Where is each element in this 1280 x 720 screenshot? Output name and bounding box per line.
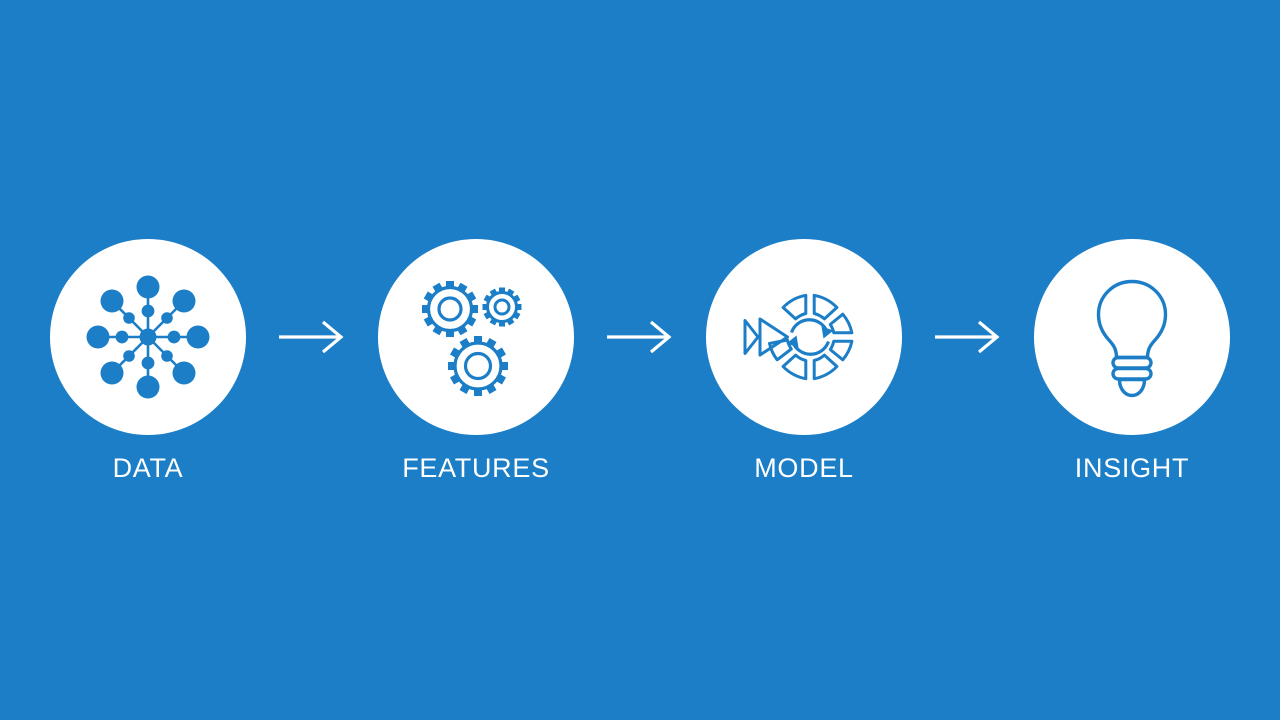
stage-model-disc[interactable] <box>706 238 902 435</box>
connector-model-to-insight <box>902 239 1034 435</box>
gear-large-bottom <box>448 335 508 396</box>
model-wheel-icon <box>743 293 854 380</box>
stage-features-disc[interactable] <box>378 238 574 435</box>
arrow-right-icon <box>935 320 1000 353</box>
stage-insight-label: INSIGHT <box>1074 452 1190 483</box>
arrow-right-icon <box>607 320 672 353</box>
lightbulb-icon <box>1096 279 1168 397</box>
wheel-segments <box>768 293 854 380</box>
stage-insight[interactable]: INSIGHT <box>1034 238 1230 483</box>
stage-features-label: FEATURES <box>402 452 550 483</box>
gear-large-left <box>422 280 478 337</box>
arrow-right-icon <box>279 320 344 353</box>
gears-icon <box>422 280 522 396</box>
refresh-arrows-icon <box>789 317 831 356</box>
stage-insight-disc[interactable] <box>1034 238 1230 435</box>
stage-data-label: DATA <box>112 452 184 483</box>
network-nodes-icon <box>86 275 210 398</box>
stage-data[interactable]: DATA <box>50 238 246 483</box>
stage-model[interactable]: MODEL <box>706 238 902 483</box>
stage-model-label: MODEL <box>754 452 854 483</box>
stage-data-disc[interactable] <box>50 238 246 435</box>
connector-data-to-features <box>246 239 378 435</box>
gear-small-right <box>482 287 522 326</box>
stage-features[interactable]: FEATURES <box>378 238 574 483</box>
fast-forward-icon <box>743 317 789 356</box>
connector-features-to-model <box>574 239 706 435</box>
